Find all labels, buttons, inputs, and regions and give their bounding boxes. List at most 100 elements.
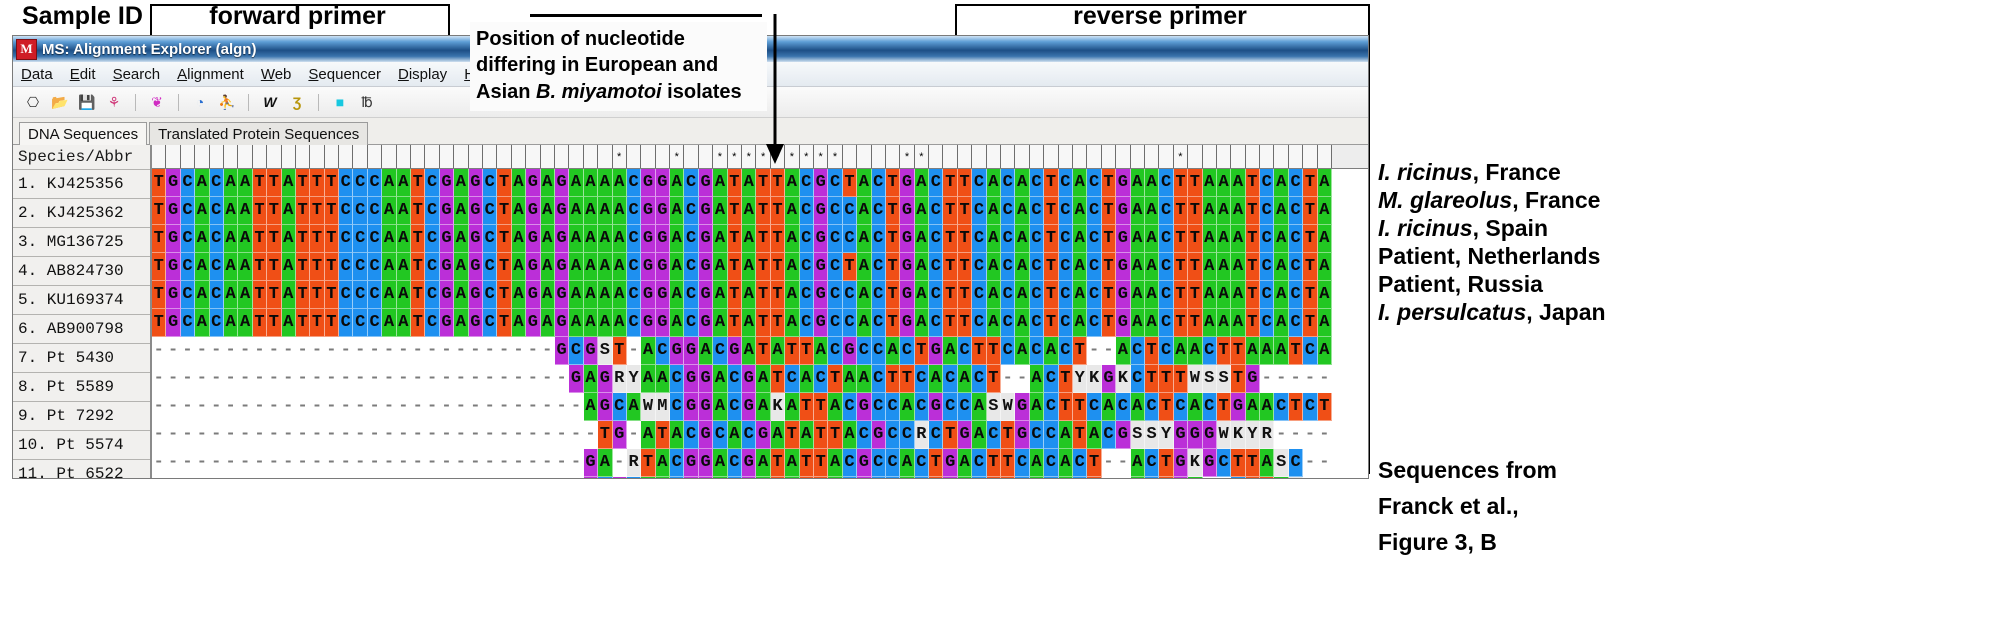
base-cell[interactable]: A [727,421,743,449]
base-cell[interactable]: T [497,309,512,337]
gap-cell[interactable]: - [425,449,440,477]
base-cell[interactable]: A [1274,309,1289,337]
base-cell[interactable]: T [1173,365,1189,393]
base-cell[interactable]: G [813,253,829,281]
gap-cell[interactable]: - [166,449,181,477]
base-cell[interactable]: T [943,253,958,281]
base-cell[interactable]: G [813,225,829,253]
base-cell[interactable]: C [482,253,498,281]
base-cell[interactable]: T [885,281,901,309]
base-cell[interactable]: C [885,477,901,478]
base-cell[interactable]: C [799,281,814,309]
base-cell[interactable]: T [612,337,627,365]
base-cell[interactable]: C [353,225,368,253]
base-cell[interactable]: A [583,393,599,421]
base-cell[interactable]: A [1202,309,1217,337]
base-cell[interactable]: A [770,421,786,449]
gap-cell[interactable]: - [540,365,555,393]
base-cell[interactable]: C [785,365,800,393]
base-cell[interactable]: C [425,253,440,281]
base-cell[interactable]: C [929,309,944,337]
gap-cell[interactable]: - [324,421,340,449]
base-cell[interactable]: A [670,197,685,225]
base-cell[interactable]: C [972,253,987,281]
base-cell[interactable]: T [799,449,814,477]
gap-cell[interactable]: - [454,421,469,449]
base-cell[interactable]: A [511,169,527,197]
gap-cell[interactable]: - [511,393,527,421]
base-cell[interactable]: A [511,197,527,225]
base-cell[interactable]: T [943,169,958,197]
gap-cell[interactable]: - [425,337,440,365]
base-cell[interactable]: A [742,309,757,337]
ambiguous-base-cell[interactable]: K [1116,365,1131,393]
base-cell[interactable]: T [411,225,426,253]
sequence-name-cell[interactable]: 8. Pt 5589 [13,373,150,402]
base-cell[interactable]: C [943,393,958,421]
base-cell[interactable]: C [842,281,858,309]
base-cell[interactable]: G [1245,365,1261,393]
base-cell[interactable]: A [1029,393,1045,421]
gap-cell[interactable]: - [526,365,541,393]
base-cell[interactable]: C [425,225,440,253]
base-cell[interactable]: A [1130,281,1145,309]
base-cell[interactable]: G [742,393,757,421]
base-cell[interactable]: A [1317,337,1333,365]
base-cell[interactable]: A [454,281,469,309]
base-cell[interactable]: A [713,253,728,281]
gap-cell[interactable]: - [324,449,340,477]
base-cell[interactable]: A [583,169,599,197]
base-cell[interactable]: G [698,449,714,477]
base-cell[interactable]: G [641,253,656,281]
gap-cell[interactable]: - [1317,421,1333,449]
base-cell[interactable]: C [626,281,642,309]
gap-cell[interactable]: - [180,337,196,365]
base-cell[interactable]: C [1101,421,1117,449]
base-cell[interactable]: A [511,253,527,281]
base-cell[interactable]: C [612,393,627,421]
cyan-block-icon[interactable]: ■ [335,94,345,110]
base-cell[interactable]: T [1245,225,1261,253]
base-cell[interactable]: G [1116,253,1131,281]
base-cell[interactable]: T [267,169,282,197]
base-cell[interactable]: T [267,309,282,337]
base-cell[interactable]: T [986,477,1002,478]
base-cell[interactable]: C [1029,337,1045,365]
base-cell[interactable]: G [526,197,541,225]
base-cell[interactable]: C [885,421,901,449]
gap-cell[interactable]: - [209,449,224,477]
gap-cell[interactable]: - [295,393,311,421]
base-cell[interactable]: G [900,169,915,197]
base-cell[interactable]: A [857,281,872,309]
base-cell[interactable]: T [252,169,268,197]
base-cell[interactable]: T [152,225,167,253]
gap-cell[interactable]: - [310,337,325,365]
base-cell[interactable]: T [324,197,340,225]
base-cell[interactable]: A [1073,281,1088,309]
gap-cell[interactable]: - [439,421,455,449]
base-cell[interactable]: T [598,421,613,449]
gap-cell[interactable]: - [454,365,469,393]
gap-cell[interactable]: - [353,365,368,393]
gap-cell[interactable]: - [310,477,325,478]
gap-cell[interactable]: - [267,421,282,449]
gap-cell[interactable]: - [526,449,541,477]
base-cell[interactable]: A [1144,197,1160,225]
base-cell[interactable]: C [799,253,814,281]
base-cell[interactable]: C [1087,281,1102,309]
base-cell[interactable]: A [756,477,771,478]
gap-cell[interactable]: - [166,337,181,365]
base-cell[interactable]: C [626,477,642,478]
base-cell[interactable]: C [929,421,944,449]
base-cell[interactable]: T [957,197,973,225]
base-cell[interactable]: A [799,421,814,449]
base-cell[interactable]: C [828,169,843,197]
base-cell[interactable]: G [554,309,570,337]
gap-cell[interactable]: - [339,337,354,365]
base-cell[interactable]: G [439,169,455,197]
base-cell[interactable]: G [900,225,915,253]
base-cell[interactable]: C [713,337,728,365]
base-cell[interactable]: C [1288,197,1304,225]
gap-cell[interactable]: - [511,477,527,478]
